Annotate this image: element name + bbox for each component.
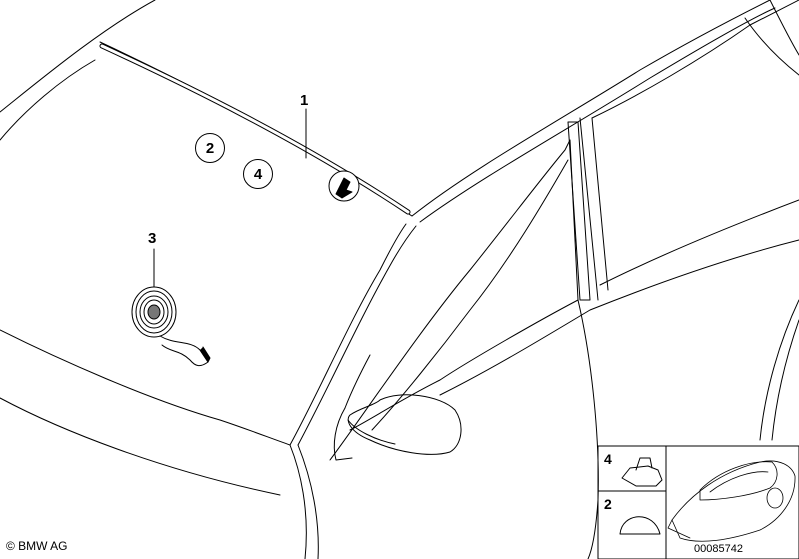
- trim-moulding-inner: [100, 44, 410, 214]
- front-window-inner: [371, 159, 569, 431]
- front-door-edge: [577, 299, 599, 559]
- inset-car-roof: [699, 461, 778, 501]
- roof-rail-2: [744, 17, 799, 76]
- inset-car-body: [671, 460, 796, 542]
- copyright-text: © BMW AG: [6, 539, 68, 553]
- mirror-base: [333, 407, 353, 461]
- a-pillar: [289, 223, 407, 446]
- windshield-left-edge: [0, 329, 291, 446]
- roof-line-inner: [419, 7, 776, 223]
- callout-part-2-circle: 2: [195, 133, 225, 163]
- hood-edge-inner: [0, 59, 96, 141]
- roof-line: [411, 0, 771, 217]
- inset-frame: [597, 445, 799, 559]
- tape-strip-side: [199, 346, 211, 363]
- mirror-glass: [347, 419, 396, 445]
- roof-rail: [769, 0, 799, 56]
- inset-car-front: [667, 519, 691, 539]
- clip-icon: [335, 177, 353, 199]
- b-pillar: [567, 121, 591, 301]
- rear-door-edge-2: [771, 319, 799, 441]
- tape-roll-core: [147, 304, 161, 320]
- inset-label-4: 4: [604, 451, 612, 467]
- tape-roll-ring-1: [135, 290, 173, 334]
- image-number: 00085742: [694, 543, 743, 555]
- inset-label-2: 2: [604, 496, 612, 512]
- fender-line: [0, 397, 281, 496]
- callout-part-4-circle: 4: [243, 159, 273, 189]
- inset-clip-4: [621, 457, 663, 487]
- rear-window-left: [591, 117, 609, 291]
- inset-dome-2: [619, 516, 661, 535]
- callout-part-1: 1: [300, 92, 309, 109]
- door-belt: [439, 239, 799, 396]
- inset-car-wheel: [766, 487, 784, 509]
- tape-roll-ring-3: [143, 299, 165, 325]
- mirror-arm: [344, 354, 371, 409]
- inset-car-window: [709, 471, 769, 493]
- callout-part-3: 3: [148, 230, 157, 247]
- tape-strip: [159, 335, 209, 367]
- rear-window-bottom: [599, 199, 799, 286]
- hood-edge: [0, 0, 156, 113]
- a-pillar-lower-2: [297, 444, 319, 559]
- mirror-housing: [347, 394, 462, 455]
- b-pillar-2: [579, 117, 599, 301]
- tape-roll-ring-2: [139, 295, 169, 329]
- front-window-frame: [329, 139, 579, 461]
- rear-door-edge: [759, 299, 799, 441]
- a-pillar-lower: [289, 444, 307, 559]
- a-pillar-outer: [297, 225, 417, 446]
- rear-window-frame: [591, 0, 799, 119]
